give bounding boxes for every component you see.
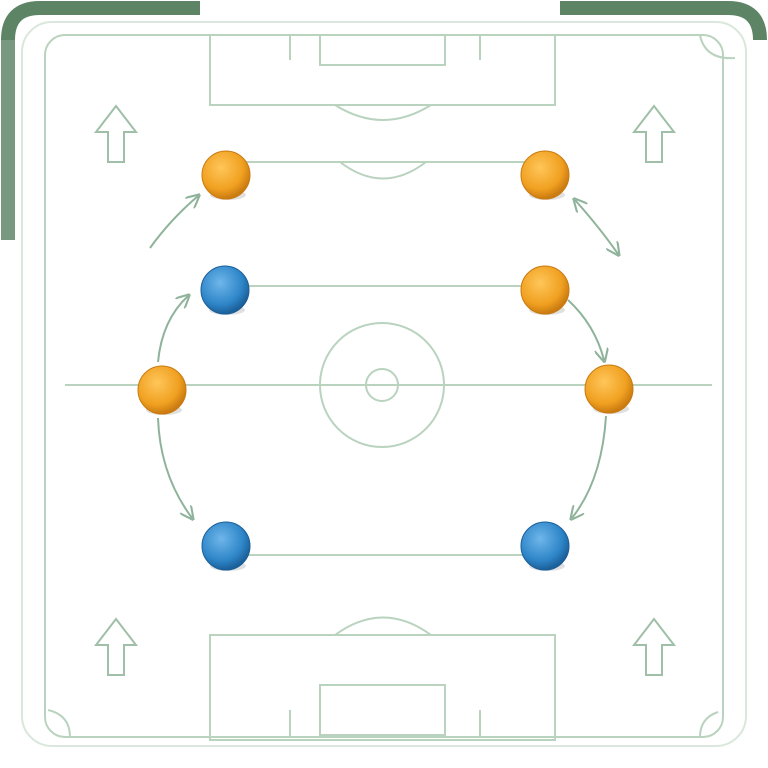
curved-arrow-icon	[572, 415, 607, 518]
player-marker-orange-mid-left[interactable]	[137, 365, 187, 415]
pitch-lines	[44, 34, 736, 741]
player-marker-blue-bottom-left[interactable]	[201, 521, 251, 571]
bottom-goal-box	[319, 684, 446, 736]
up-arrow-icon	[631, 617, 677, 676]
center-spot	[365, 368, 399, 402]
board-frame	[1, 1, 767, 747]
curved-arrow-icon	[157, 296, 188, 363]
curved-arrow-icon	[149, 196, 198, 249]
bottom-penalty-box	[209, 634, 556, 741]
top-penalty-arc	[334, 104, 432, 121]
curved-arrow-icon	[157, 417, 192, 518]
curved-arrow-icon	[567, 299, 604, 360]
player-marker-orange-mid-right[interactable]	[584, 364, 634, 414]
bottom-penalty-arc	[334, 616, 432, 636]
up-arrow-icon	[631, 104, 677, 163]
player-marker-blue-upper-left[interactable]	[200, 265, 250, 315]
up-arrow-icon	[93, 617, 139, 676]
player-marker-blue-bottom-right[interactable]	[520, 521, 570, 571]
player-marker-orange-upper-right[interactable]	[520, 265, 570, 315]
top-goal-box	[319, 34, 446, 66]
players-layer	[137, 150, 634, 571]
curved-arrow-icon	[575, 200, 618, 254]
up-arrow-icon	[93, 104, 139, 163]
top-penalty-box	[209, 34, 556, 106]
player-marker-orange-top-right[interactable]	[520, 150, 570, 200]
player-marker-orange-top-left[interactable]	[201, 150, 251, 200]
center-circle	[319, 322, 445, 448]
